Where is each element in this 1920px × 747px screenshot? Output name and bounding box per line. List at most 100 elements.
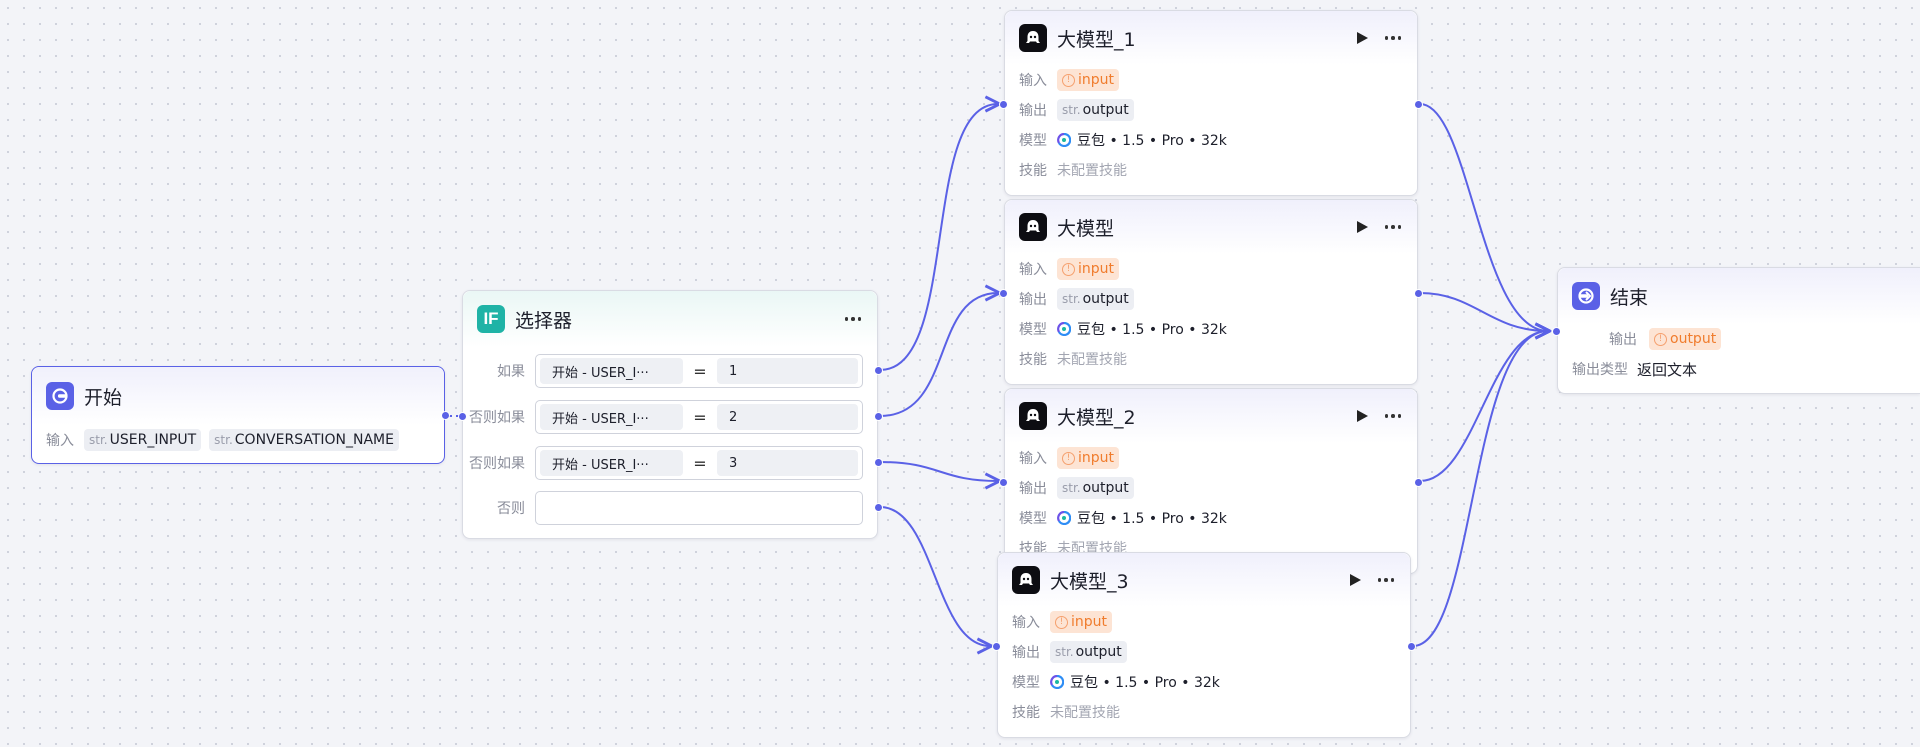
- end-node[interactable]: 结束 输出 !output 输出类型 返回文本: [1552, 267, 1920, 394]
- llm-output-port[interactable]: [1407, 642, 1416, 651]
- input-var-tag[interactable]: !input: [1050, 611, 1113, 633]
- llm-icon: [1012, 566, 1040, 594]
- elif1-output-port[interactable]: [874, 412, 883, 421]
- condition-box[interactable]: 开始 - USER_I··· = 2: [535, 400, 863, 434]
- start-node-header[interactable]: 开始: [32, 367, 444, 425]
- condition-left-operand[interactable]: 开始 - USER_I···: [540, 450, 683, 476]
- end-icon: [1572, 282, 1600, 310]
- condition-operator[interactable]: =: [693, 453, 707, 473]
- condition-right-value[interactable]: 1: [717, 358, 858, 384]
- llm-node-header[interactable]: 大模型_2: [1005, 389, 1417, 443]
- selector-node-header[interactable]: IF 选择器: [463, 291, 877, 347]
- llm-output-row: 输出 str.output: [1005, 473, 1417, 503]
- doubao-logo-icon: [1057, 133, 1071, 147]
- llm-input-row: 输入 !input: [1005, 443, 1417, 473]
- llm-output-port[interactable]: [1414, 478, 1423, 487]
- input-var-tag[interactable]: !input: [1057, 447, 1120, 469]
- play-icon[interactable]: [1348, 573, 1362, 587]
- skill-label: 技能: [1012, 705, 1040, 721]
- condition-box[interactable]: 开始 - USER_I··· = 3: [535, 446, 863, 480]
- llm-input-row: 输入 !input: [1005, 65, 1417, 95]
- llm-input-port[interactable]: [992, 642, 1001, 651]
- condition-box[interactable]: 开始 - USER_I··· = 1: [535, 354, 863, 388]
- llm-output-row: 输出 str.output: [998, 637, 1410, 667]
- llm-output-row: 输出 str.output: [1005, 284, 1417, 314]
- llm-output-port[interactable]: [1414, 289, 1423, 298]
- llm-model-row: 模型 豆包 • 1.5 • Pro • 32k: [998, 667, 1410, 697]
- end-input-port[interactable]: [1552, 327, 1561, 336]
- warning-icon: !: [1654, 332, 1667, 346]
- else-box[interactable]: [535, 491, 863, 525]
- end-output-type-row: 输出类型 返回文本: [1558, 354, 1920, 384]
- more-icon[interactable]: [1383, 32, 1404, 44]
- warning-icon: !: [1055, 615, 1068, 629]
- output-type-value[interactable]: 返回文本: [1637, 360, 1698, 379]
- skill-value: 未配置技能: [1057, 352, 1127, 368]
- llm-node-header[interactable]: 大模型_3: [998, 553, 1410, 607]
- more-icon[interactable]: [1383, 221, 1404, 233]
- condition-operator[interactable]: =: [693, 361, 707, 381]
- llm-input-port[interactable]: [999, 478, 1008, 487]
- llm-node-header[interactable]: 大模型_1: [1005, 11, 1417, 65]
- llm-node-2[interactable]: 大模型 输入 !input 输出 str.output 模型 豆包 • 1.5 …: [999, 199, 1423, 385]
- condition-right-value[interactable]: 2: [717, 404, 858, 430]
- output-var-tag: str.output: [1057, 99, 1134, 121]
- more-icon[interactable]: [1383, 410, 1404, 422]
- play-icon[interactable]: [1355, 409, 1369, 423]
- llm-output-port[interactable]: [1414, 100, 1423, 109]
- edge-elif1-to-llm: [879, 284, 1002, 417]
- input-var-tag[interactable]: !input: [1057, 69, 1120, 91]
- model-name: 豆包 • 1.5 • Pro • 32k: [1077, 511, 1227, 527]
- start-output-port[interactable]: [441, 411, 450, 420]
- condition-row-elif-2: 否则如果 开始 - USER_I··· = 3: [463, 445, 877, 481]
- edge-llm-to-end: [1419, 292, 1552, 340]
- llm-node-header[interactable]: 大模型: [1005, 200, 1417, 254]
- output-type-label: 输出类型: [1572, 362, 1628, 378]
- condition-left-operand[interactable]: 开始 - USER_I···: [540, 404, 683, 430]
- llm-node-title: 大模型_1: [1057, 28, 1136, 51]
- condition-operator[interactable]: =: [693, 407, 707, 427]
- start-input-tag: str.CONVERSATION_NAME: [209, 429, 399, 451]
- llm-input-port[interactable]: [999, 100, 1008, 109]
- condition-row-if: 如果 开始 - USER_I··· = 1: [463, 353, 877, 389]
- llm-node-1[interactable]: 大模型_1 输入 !input 输出 str.output 模型 豆包 • 1.…: [999, 10, 1423, 196]
- play-icon[interactable]: [1355, 31, 1369, 45]
- model-label: 模型: [1019, 322, 1047, 338]
- edge-elif2-to-llm2: [879, 461, 1002, 490]
- llm-node-4[interactable]: 大模型_3 输入 !input 输出 str.output 模型 豆包 • 1.…: [992, 552, 1416, 738]
- llm-node-title: 大模型_2: [1057, 406, 1136, 429]
- condition-label: 否则: [497, 501, 525, 517]
- output-var-tag[interactable]: !output: [1649, 328, 1722, 350]
- doubao-logo-icon: [1050, 675, 1064, 689]
- input-var-tag[interactable]: !input: [1057, 258, 1120, 280]
- end-node-header[interactable]: 结束: [1558, 268, 1920, 324]
- start-node[interactable]: 开始 输入 str.USER_INPUT str.CONVERSATION_NA…: [31, 366, 450, 464]
- edge-if-to-llm1: [879, 95, 1002, 371]
- start-input-label: 输入: [46, 433, 74, 449]
- selector-node[interactable]: IF 选择器 如果 开始 - USER_I··· = 1 否则如果 开始 - U…: [458, 290, 883, 539]
- input-label: 输入: [1019, 451, 1047, 467]
- start-node-title: 开始: [84, 386, 123, 409]
- llm-node-3[interactable]: 大模型_2 输入 !input 输出 str.output 模型 豆包 • 1.…: [999, 388, 1423, 574]
- model-name: 豆包 • 1.5 • Pro • 32k: [1077, 133, 1227, 149]
- output-var-tag: str.output: [1057, 477, 1134, 499]
- condition-row-elif-1: 否则如果 开始 - USER_I··· = 2: [463, 399, 877, 435]
- if-output-port[interactable]: [874, 366, 883, 375]
- llm-node-title: 大模型: [1057, 217, 1115, 240]
- condition-label: 如果: [497, 364, 525, 380]
- more-icon[interactable]: [1376, 574, 1397, 586]
- selector-input-port[interactable]: [458, 412, 467, 421]
- llm-skill-row: 技能 未配置技能: [1005, 344, 1417, 374]
- llm-input-port[interactable]: [999, 289, 1008, 298]
- llm-icon: [1019, 213, 1047, 241]
- condition-label: 否则如果: [469, 456, 525, 472]
- elif2-output-port[interactable]: [874, 458, 883, 467]
- start-icon: [46, 382, 74, 410]
- output-var-tag: str.output: [1057, 288, 1134, 310]
- else-output-port[interactable]: [874, 503, 883, 512]
- play-icon[interactable]: [1355, 220, 1369, 234]
- condition-left-operand[interactable]: 开始 - USER_I···: [540, 358, 683, 384]
- more-icon[interactable]: [843, 313, 864, 325]
- condition-right-value[interactable]: 3: [717, 450, 858, 476]
- edge-else-to-llm3: [879, 506, 994, 655]
